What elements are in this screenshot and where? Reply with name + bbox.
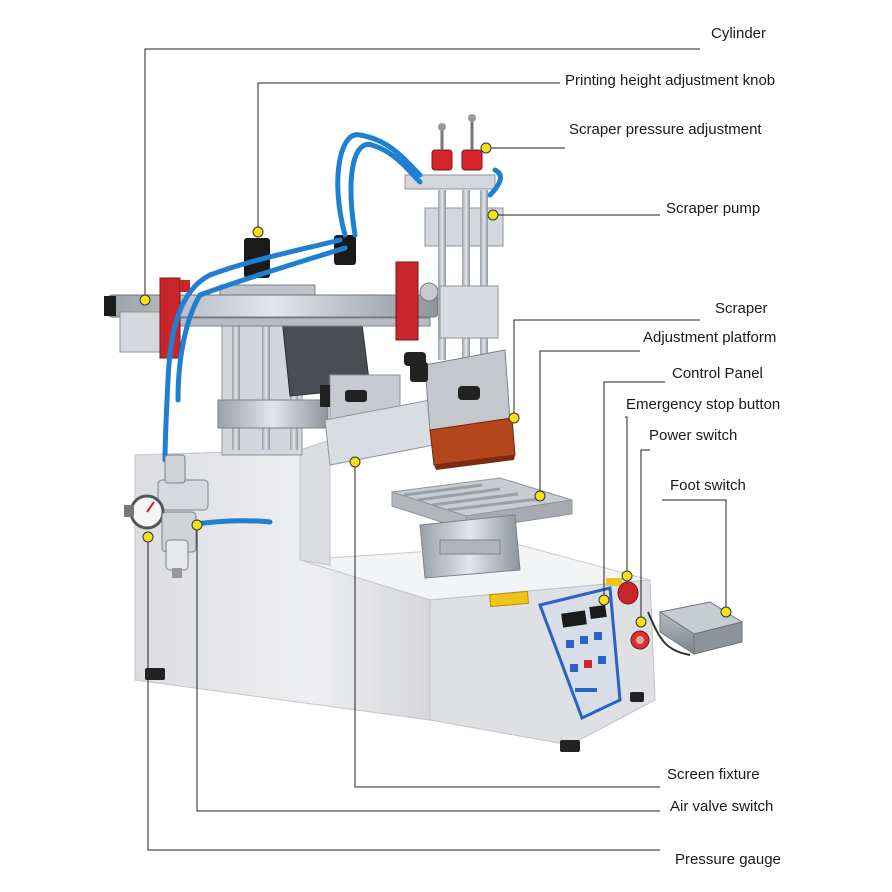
leader-line-screen-fixture: [354, 462, 660, 788]
label-air-valve-switch: Air valve switch: [670, 798, 774, 815]
label-foot-switch: Foot switch: [670, 477, 746, 494]
leader-line-air-valve: [196, 525, 660, 812]
marker-adjustment-platform: [534, 490, 546, 502]
leader-line-cylinder: [144, 48, 700, 300]
label-cylinder: Cylinder: [711, 25, 767, 42]
label-control-panel: Control Panel: [672, 365, 763, 382]
marker-scraper-pressure: [480, 142, 492, 154]
label-adjustment-platform: Adjustment platform: [643, 329, 777, 346]
air-regulator-graphic: [124, 454, 209, 578]
label-pressure-gauge: Pressure gauge: [675, 851, 781, 868]
marker-control-panel: [598, 594, 610, 606]
marker-scraper-pump: [487, 209, 499, 221]
leader-line-emergency-stop: [625, 416, 628, 576]
adjustment-platform-graphic: [391, 477, 573, 579]
emergency-stop-graphic: [606, 578, 639, 605]
marker-scraper: [508, 412, 520, 424]
marker-printing-height-knob: [252, 226, 264, 238]
leader-lines: [144, 48, 727, 851]
label-scraper-pressure: Scraper pressure adjustment: [569, 121, 762, 138]
leader-line-printing-height-knob: [257, 82, 560, 232]
label-power-switch: Power switch: [649, 427, 738, 444]
marker-foot-switch: [720, 606, 732, 618]
marker-dots: [139, 142, 732, 628]
label-printing-height-knob: Printing height adjustment knob: [565, 72, 776, 89]
carriage-graphic: [281, 307, 435, 466]
leader-line-scraper: [513, 319, 700, 418]
scraper-head-graphic: [404, 114, 516, 470]
leader-line-foot-switch: [662, 499, 727, 612]
machine-illustration: [104, 114, 744, 752]
marker-screen-fixture: [349, 456, 361, 468]
marker-emergency-stop: [621, 570, 633, 582]
marker-power-switch: [635, 616, 647, 628]
leader-line-adjustment-platform: [539, 350, 640, 496]
marker-pressure-gauge: [142, 531, 154, 543]
control-panel-graphic: [538, 586, 622, 721]
marker-air-valve: [191, 519, 203, 531]
label-emergency-stop: Emergency stop button: [626, 396, 781, 413]
leader-line-power-switch: [640, 449, 650, 622]
marker-cylinder: [139, 294, 151, 306]
power-switch-graphic: [630, 630, 650, 650]
leader-line-pressure-gauge: [147, 537, 660, 851]
label-scraper-pump: Scraper pump: [666, 200, 761, 217]
label-scraper: Scraper: [715, 300, 768, 317]
label-screen-fixture: Screen fixture: [667, 766, 760, 783]
leader-line-control-panel: [603, 381, 665, 600]
